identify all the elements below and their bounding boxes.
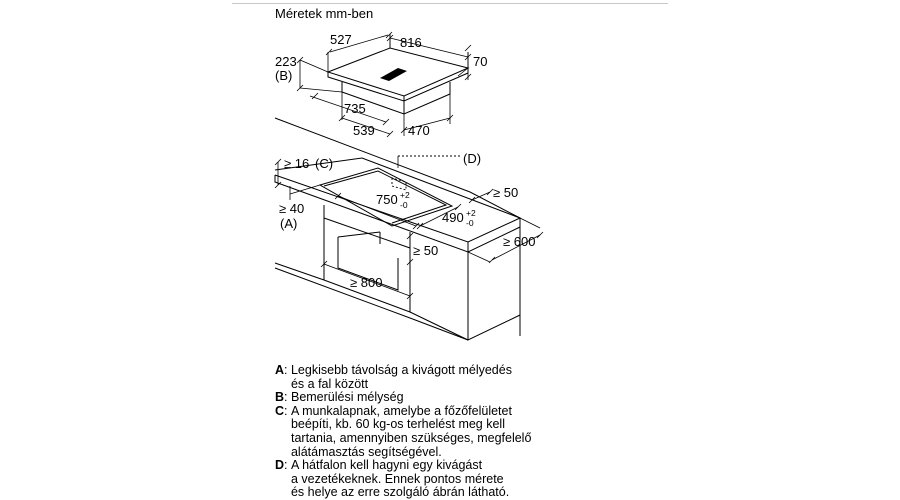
dim-ge40: ≥ 40 (A)	[279, 184, 321, 231]
dim-ge50-right-label: ≥ 50	[493, 185, 518, 200]
legend-item-a: A: Legkisebb távolság a kivágott mélyedé…	[275, 363, 575, 391]
dim-539-label: 539	[353, 123, 375, 138]
legend-text: A hátfalon kell hagyni egy kivágást a ve…	[290, 458, 510, 500]
dim-527: 527	[325, 31, 393, 72]
floor-line	[274, 262, 325, 281]
dim-750: 750 +2 -0	[334, 190, 420, 230]
dim-ge600: ≥ 600	[467, 217, 544, 264]
wall-line-top	[274, 117, 521, 219]
top-rule	[232, 3, 668, 4]
dim-470: 470	[400, 94, 454, 138]
dim-470-label: 470	[408, 123, 430, 138]
worktop-front-edge	[274, 175, 521, 253]
dim-ge16-label: ≥ 16	[284, 156, 309, 171]
wall-cutout-d: (D)	[391, 151, 481, 191]
dim-ge800: ≥ 800	[320, 260, 414, 300]
worktop-cutout	[318, 167, 454, 227]
dim-ge16: ≥ 16 (C)	[274, 156, 333, 189]
dim-527-label: 527	[330, 32, 352, 47]
dim-735-label: 735	[344, 101, 366, 116]
dim-ge600-label: ≥ 600	[503, 234, 535, 249]
dim-539: 539	[338, 114, 405, 138]
legend-key: D	[275, 458, 285, 473]
dim-ge50-inner-label: ≥ 50	[413, 243, 438, 258]
legend-text: Legkisebb távolság a kivágott mélyedés é…	[290, 363, 512, 391]
dim-816: 816	[386, 34, 472, 68]
cabinet-right	[467, 227, 521, 341]
oven-space	[337, 237, 399, 291]
hob-vent-strip	[380, 68, 407, 81]
legend-key: B	[275, 390, 285, 405]
dim-735: 735	[309, 92, 390, 126]
legend-item-c: C: A munkalapnak, amelybe a főzőfelülete…	[275, 403, 575, 459]
dim-750-tol-plus: +2	[400, 190, 410, 200]
dim-70: 70	[457, 44, 487, 81]
dim-816-label: 816	[400, 35, 422, 50]
dim-70-label: 70	[473, 54, 487, 69]
legend-key: C	[275, 403, 285, 418]
dim-a-label: (A)	[280, 216, 297, 231]
legend-key: A	[275, 363, 285, 377]
diagram-title: Méretek mm-ben	[275, 6, 373, 21]
dim-223-label: 223	[275, 54, 297, 69]
dim-d-label: (D)	[463, 151, 481, 166]
dim-b-label: (B)	[275, 68, 292, 83]
dim-490-tol-minus: -0	[466, 218, 474, 228]
dim-ge40-label: ≥ 40	[279, 201, 304, 216]
dim-c-label: (C)	[315, 156, 333, 171]
worktop-drawing	[274, 117, 522, 341]
dim-750-label: 750	[376, 192, 398, 207]
dim-ge50-inner: ≥ 50	[406, 232, 438, 266]
legend: A: Legkisebb távolság a kivágott mélyedé…	[275, 363, 575, 500]
dim-490: 490 +2 -0	[416, 203, 476, 230]
legend-text: Bemerülési mélység	[290, 390, 404, 405]
dim-ge800-label: ≥ 800	[350, 275, 382, 290]
dim-ge50-right: ≥ 50	[468, 185, 518, 204]
dim-750-tol-minus: -0	[400, 200, 408, 210]
legend-item-b: B: Bemerülési mélység	[275, 391, 575, 405]
legend-item-d: D: A hátfalon kell hagyni egy kivágást a…	[275, 458, 575, 500]
dim-223: 223 (B)	[275, 54, 343, 93]
dim-490-label: 490	[442, 210, 464, 225]
dim-490-tol-plus: +2	[466, 208, 476, 218]
legend-text: A munkalapnak, amelybe a főzőfelületet b…	[290, 403, 532, 459]
